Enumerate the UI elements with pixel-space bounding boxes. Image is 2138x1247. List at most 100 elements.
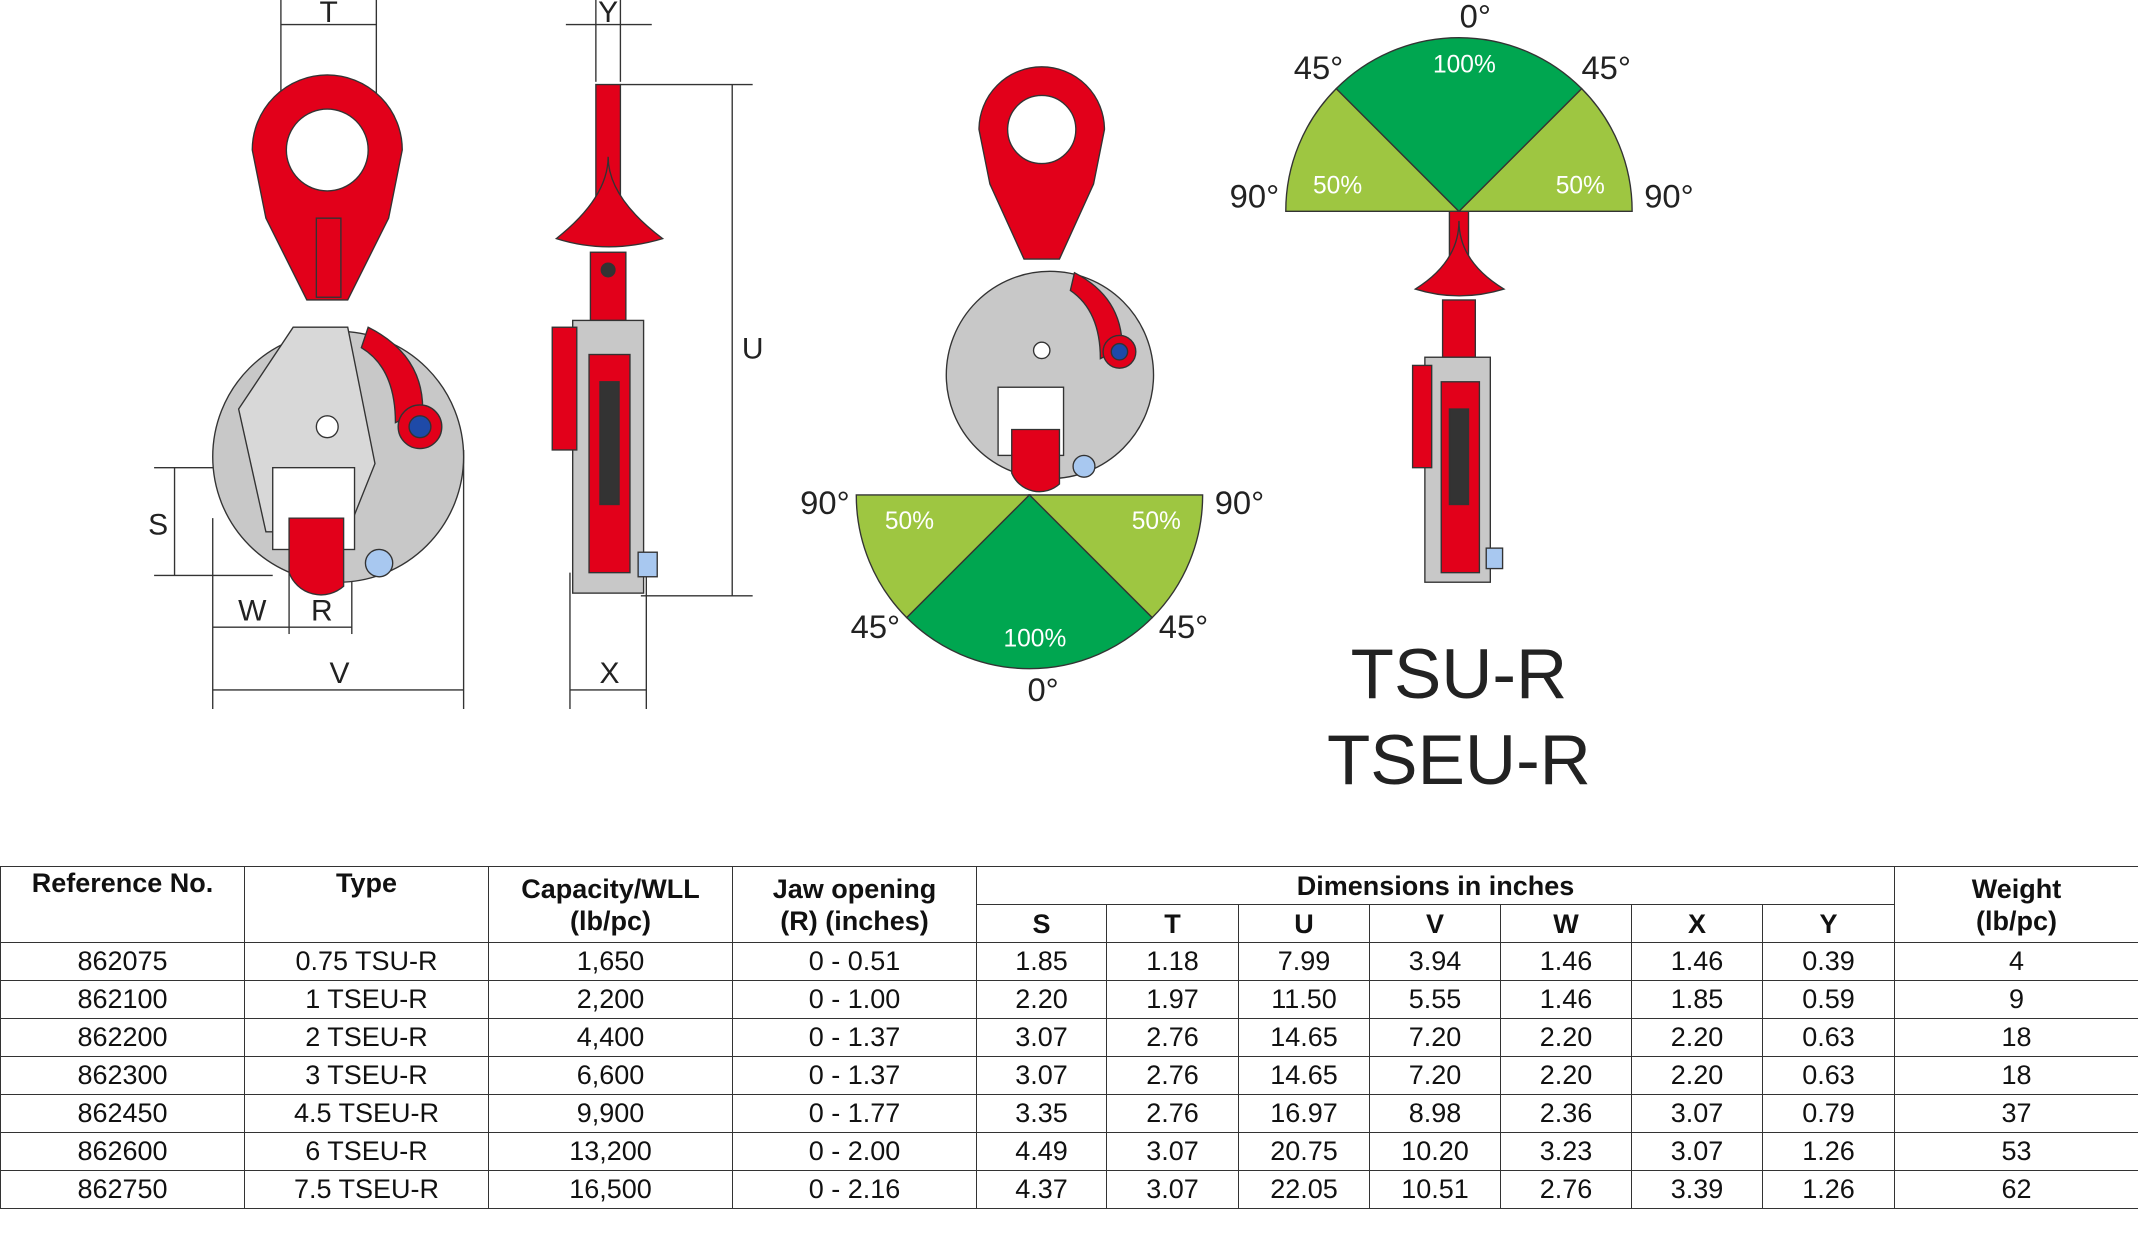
cell-t: 3.07: [1106, 1132, 1239, 1171]
cell-weight: 62: [1894, 1170, 2138, 1209]
cell-type: 2 TSEU-R: [244, 1018, 489, 1057]
header-dim-v: V: [1369, 904, 1501, 943]
header-dim-u: U: [1238, 904, 1370, 943]
cell-reference: 862100: [0, 980, 245, 1019]
cell-y: 1.26: [1762, 1170, 1895, 1209]
dim-label-r: R: [311, 594, 333, 627]
cell-y: 0.79: [1762, 1094, 1895, 1133]
cell-t: 1.97: [1106, 980, 1239, 1019]
top-pct-left: 50%: [1313, 173, 1362, 200]
dim-label-w: W: [238, 594, 267, 627]
cell-u: 20.75: [1238, 1132, 1370, 1171]
cell-t: 2.76: [1106, 1056, 1239, 1095]
clamp-front-view: [212, 74, 465, 596]
cell-jaw-opening: 0 - 2.00: [732, 1132, 977, 1171]
cell-weight: 9: [1894, 980, 2138, 1019]
specifications-table: Reference No. Type Capacity/WLL(lb/pc) J…: [0, 866, 2138, 1209]
cell-s: 3.35: [976, 1094, 1107, 1133]
dim-label-v: V: [330, 657, 350, 690]
header-dim-w: W: [1500, 904, 1632, 943]
cell-v: 7.20: [1369, 1056, 1501, 1095]
cell-s: 2.20: [976, 980, 1107, 1019]
cell-y: 0.63: [1762, 1056, 1895, 1095]
dim-label-u: U: [742, 333, 764, 366]
top-angle-45-left: 45°: [1294, 49, 1343, 86]
cell-t: 2.76: [1106, 1094, 1239, 1133]
cell-s: 3.07: [976, 1018, 1107, 1057]
clamp-center-view: [945, 66, 1155, 493]
top-angle-90-left: 90°: [1230, 177, 1279, 214]
cell-x: 1.46: [1631, 942, 1763, 981]
cell-weight: 53: [1894, 1132, 2138, 1171]
header-type: Type: [244, 866, 489, 943]
cell-capacity: 6,600: [488, 1056, 733, 1095]
cell-weight: 4: [1894, 942, 2138, 981]
top-angle-45-right: 45°: [1581, 49, 1630, 86]
cell-t: 3.07: [1106, 1170, 1239, 1209]
clamp-side-view: [551, 83, 665, 594]
cell-y: 0.63: [1762, 1018, 1895, 1057]
cell-type: 0.75 TSU-R: [244, 942, 489, 981]
cell-weight: 37: [1894, 1094, 2138, 1133]
cell-x: 3.07: [1631, 1094, 1763, 1133]
cell-capacity: 13,200: [488, 1132, 733, 1171]
cell-reference: 862075: [0, 942, 245, 981]
cell-v: 10.20: [1369, 1132, 1501, 1171]
cell-reference: 862450: [0, 1094, 245, 1133]
cell-v: 5.55: [1369, 980, 1501, 1019]
top-angle-90-right: 90°: [1644, 177, 1693, 214]
dim-label-t: T: [319, 0, 337, 29]
cell-x: 2.20: [1631, 1056, 1763, 1095]
dim-label-y: Y: [598, 0, 618, 29]
product-drawing: T Y U S W R V X: [148, 0, 1694, 800]
cell-capacity: 4,400: [488, 1018, 733, 1057]
angle-diagram-bottom: [855, 493, 1204, 670]
cell-reference: 862300: [0, 1056, 245, 1095]
cell-s: 1.85: [976, 942, 1107, 981]
angle-45-left: 45°: [851, 608, 900, 645]
cell-w: 1.46: [1500, 942, 1632, 981]
dim-label-x: X: [600, 657, 620, 690]
cell-weight: 18: [1894, 1018, 2138, 1057]
angle-90-right: 90°: [1215, 484, 1264, 521]
header-dim-s: S: [976, 904, 1107, 943]
cell-s: 3.07: [976, 1056, 1107, 1095]
header-dim-y: Y: [1762, 904, 1895, 943]
cell-u: 14.65: [1238, 1056, 1370, 1095]
cell-u: 22.05: [1238, 1170, 1370, 1209]
cell-type: 3 TSEU-R: [244, 1056, 489, 1095]
cell-u: 14.65: [1238, 1018, 1370, 1057]
cell-type: 1 TSEU-R: [244, 980, 489, 1019]
cell-x: 3.07: [1631, 1132, 1763, 1171]
angle-diagram-top: [1285, 37, 1633, 213]
cell-reference: 862200: [0, 1018, 245, 1057]
cell-w: 2.36: [1500, 1094, 1632, 1133]
cell-weight: 18: [1894, 1056, 2138, 1095]
cell-x: 1.85: [1631, 980, 1763, 1019]
cell-capacity: 2,200: [488, 980, 733, 1019]
cell-jaw-opening: 0 - 0.51: [732, 942, 977, 981]
cell-y: 0.39: [1762, 942, 1895, 981]
header-weight: Weight(lb/pc): [1894, 866, 2138, 943]
angle-0: 0°: [1027, 671, 1058, 708]
cell-capacity: 16,500: [488, 1170, 733, 1209]
cell-x: 3.39: [1631, 1170, 1763, 1209]
model-title-line-1: TSU-R: [1351, 635, 1568, 714]
cell-t: 1.18: [1106, 942, 1239, 981]
cell-v: 7.20: [1369, 1018, 1501, 1057]
cell-t: 2.76: [1106, 1018, 1239, 1057]
cell-jaw-opening: 0 - 1.77: [732, 1094, 977, 1133]
cell-type: 4.5 TSEU-R: [244, 1094, 489, 1133]
dimension-lines: [154, 0, 753, 710]
header-dim-x: X: [1631, 904, 1763, 943]
cell-v: 10.51: [1369, 1170, 1501, 1209]
cell-w: 2.20: [1500, 1018, 1632, 1057]
pct-left: 50%: [885, 508, 934, 535]
cell-capacity: 9,900: [488, 1094, 733, 1133]
dim-label-s: S: [148, 508, 168, 541]
header-dimensions: Dimensions in inches: [976, 866, 1895, 905]
